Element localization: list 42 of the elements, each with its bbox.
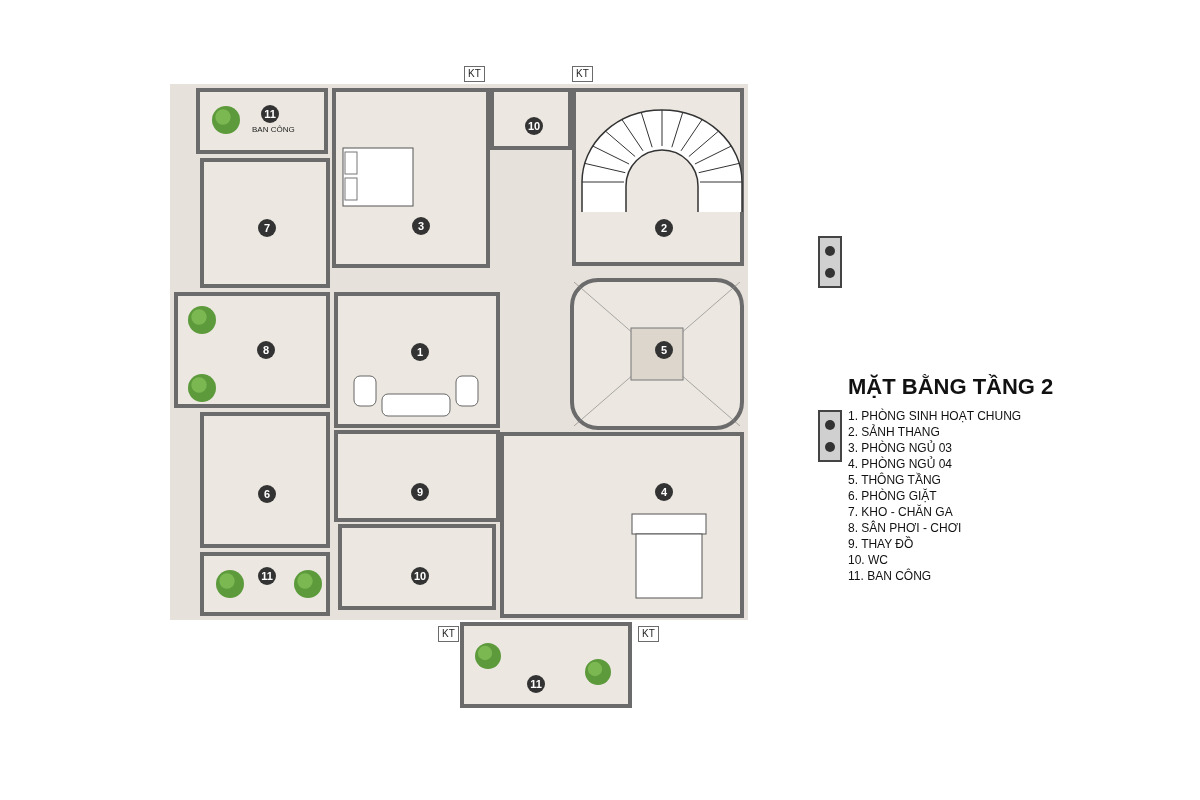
- legend-item: 10. WC: [848, 554, 888, 566]
- room: [460, 622, 632, 708]
- shaft-label: KT: [572, 66, 593, 82]
- room-number: 11: [258, 567, 276, 585]
- room: [334, 430, 500, 522]
- legend-item: 4. PHÒNG NGỦ 04: [848, 458, 953, 470]
- legend-item: 1. PHÒNG SINH HOẠT CHUNG: [848, 410, 1022, 422]
- shaft-label: KT: [438, 626, 459, 642]
- legend-item: 2. SẢNH THANG: [848, 426, 940, 438]
- legend-item: 6. PHÒNG GIẶT: [848, 490, 937, 502]
- room-number: 2: [655, 219, 673, 237]
- legend-item: 7. KHO - CHĂN GA: [848, 506, 953, 518]
- room: [200, 552, 330, 616]
- room-number: 6: [258, 485, 276, 503]
- legend-item: 11. BAN CÔNG: [848, 570, 932, 582]
- room-number: 10: [411, 567, 430, 585]
- room-number: 4: [655, 483, 673, 501]
- room-number: 8: [257, 341, 275, 359]
- plan-title: MẶT BẰNG TẦNG 2: [848, 373, 1054, 401]
- room: [334, 292, 500, 428]
- room-number: 1: [411, 343, 429, 361]
- room: [338, 524, 496, 610]
- room: [174, 292, 330, 408]
- room-number: 9: [411, 483, 429, 501]
- legend-item: 3. PHÒNG NGỦ 03: [848, 442, 953, 454]
- room: [572, 88, 744, 266]
- room: [196, 88, 328, 154]
- room-number: 11: [261, 105, 279, 123]
- shaft-label: KT: [638, 626, 659, 642]
- legend-item: 5. THÔNG TẦNG: [848, 474, 941, 486]
- shaft-label: KT: [464, 66, 485, 82]
- room-number: 11: [527, 675, 545, 693]
- room: [200, 412, 330, 548]
- room-label: BAN CÔNG: [252, 126, 295, 134]
- room: [200, 158, 330, 288]
- room: [332, 88, 490, 268]
- legend-item: 8. SÂN PHƠI - CHƠI: [848, 522, 962, 534]
- room-number: 3: [412, 217, 430, 235]
- room-number: 10: [525, 117, 544, 135]
- room-number: 7: [258, 219, 276, 237]
- room: [500, 432, 744, 618]
- legend-item: 9. THAY ĐỒ: [848, 538, 914, 550]
